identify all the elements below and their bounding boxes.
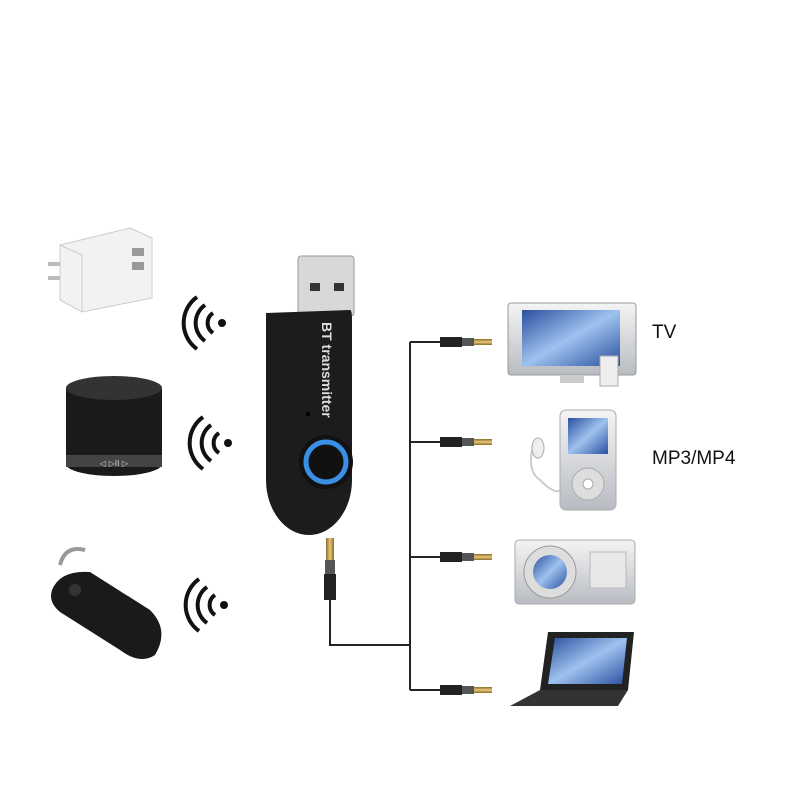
jack-plug-3 (440, 552, 492, 562)
output-label-mp3-mp4: MP3/MP4 (652, 448, 736, 469)
audio-cables (329, 341, 440, 691)
bt-transmitter-dongle: BT transmitter (266, 255, 355, 535)
output-label-tv: TV (652, 322, 677, 343)
washing-machine-image (514, 539, 636, 605)
jack-plug-1 (440, 337, 492, 347)
power-ring-light (303, 439, 349, 485)
wireless-signal-icon (181, 295, 226, 351)
output-jacks (440, 337, 492, 695)
bluetooth-speaker-image: ◁ ▷ll ▷ (66, 376, 162, 476)
usb-charger-image (48, 227, 153, 313)
bluetooth-headset-image (51, 547, 162, 659)
wireless-signal-icon (187, 415, 232, 471)
laptop-image (510, 632, 634, 706)
input-jack-plug (324, 538, 336, 600)
svg-text:◁ ▷ll ▷: ◁ ▷ll ▷ (99, 459, 129, 468)
jack-plug-4 (440, 685, 492, 695)
wireless-signal-icon (183, 577, 228, 633)
tv-image (507, 302, 637, 387)
jack-plug-2 (440, 437, 492, 447)
mp3-player-image (530, 409, 617, 511)
dongle-label: BT transmitter (319, 322, 335, 418)
